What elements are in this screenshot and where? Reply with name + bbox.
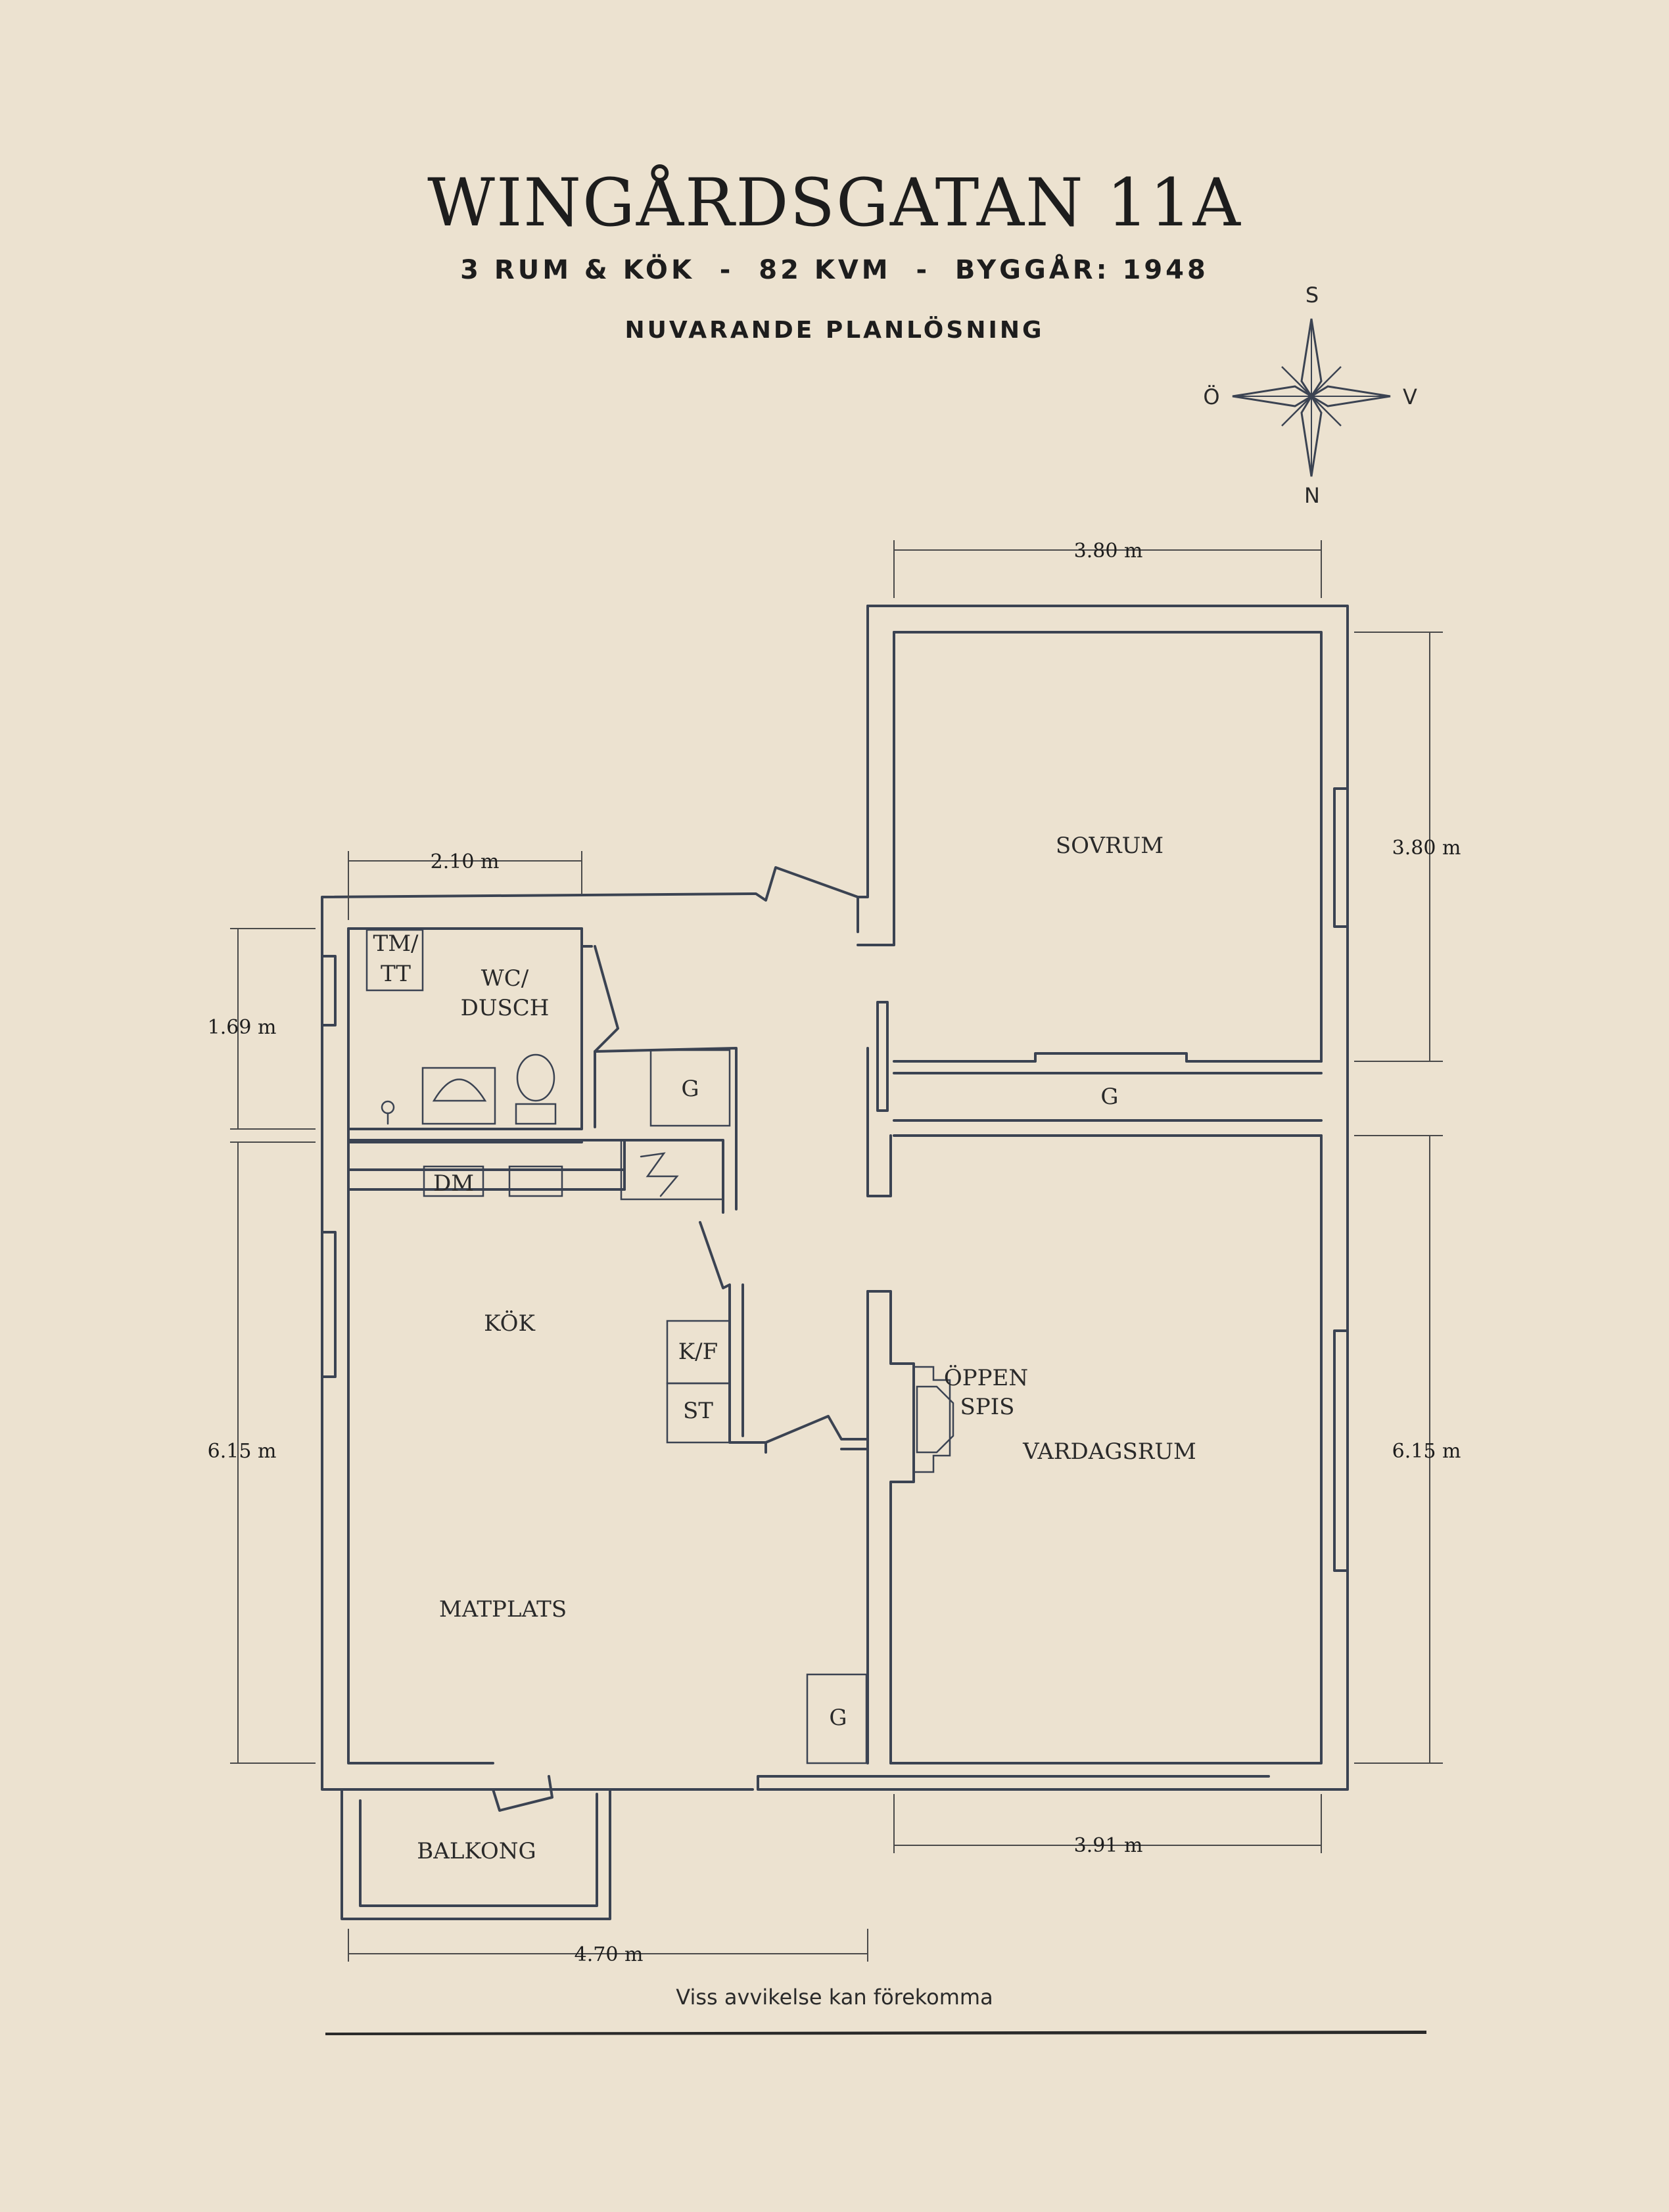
- page-title: WINGÅRDSGATAN 11A: [427, 164, 1242, 241]
- dim-sovrum-width: 3.80 m: [1074, 540, 1143, 563]
- dim-wc-width: 2.10 m: [431, 850, 500, 873]
- compass-south-label: S: [1305, 283, 1319, 308]
- room-label-wc-line1: WC/: [481, 965, 529, 992]
- room-label-fireplace-line2: SPIS: [960, 1394, 1015, 1420]
- dim-wc-depth: 1.69 m: [208, 1016, 277, 1039]
- plan-heading: NUVARANDE PLANLÖSNING: [624, 317, 1045, 344]
- closet-fixtures: [649, 1049, 868, 1764]
- interior-walls: [347, 927, 1323, 1764]
- electric-icon: [640, 1152, 679, 1197]
- room-label-wc-line2: DUSCH: [461, 995, 550, 1021]
- compass-north-label: N: [1304, 483, 1320, 508]
- dim-living-width: 3.91 m: [1074, 1834, 1143, 1857]
- room-label-kf: K/F: [678, 1339, 718, 1365]
- balcony: [341, 1775, 611, 1920]
- room-label-g-dining: G: [829, 1705, 847, 1731]
- room-label-vardagsrum: VARDAGSRUM: [1022, 1439, 1196, 1465]
- room-label-tmtt-line2: TT: [381, 961, 411, 987]
- room-label-tmtt-line1: TM/: [373, 931, 419, 957]
- compass-east-label: Ö: [1203, 384, 1219, 409]
- disclaimer: Viss avvikelse kan förekomma: [676, 1985, 993, 2010]
- compass-icon: [1232, 318, 1391, 477]
- room-label-fireplace-line1: ÖPPEN: [944, 1364, 1028, 1391]
- room-label-matplats: MATPLATS: [439, 1596, 567, 1623]
- room-label-sovrum: SOVRUM: [1056, 833, 1164, 859]
- room-label-dm: DM: [433, 1170, 474, 1197]
- wc-fixtures: [365, 929, 557, 1125]
- dim-kitchen-width: 4.70 m: [575, 1943, 644, 1966]
- room-label-g-hall: G: [681, 1076, 699, 1102]
- room-label-kok: KÖK: [484, 1310, 535, 1337]
- dim-kitchen-depth: 6.15 m: [208, 1440, 277, 1463]
- compass-west-label: V: [1403, 384, 1417, 409]
- room-label-g-closet: G: [1100, 1084, 1118, 1110]
- room-label-balkong: BALKONG: [417, 1838, 536, 1864]
- kitchen-fixtures: [423, 1139, 731, 1444]
- room-label-st: ST: [683, 1398, 713, 1424]
- property-summary: 3 RUM & KÖK - 82 KVM - BYGGÅR: 1948: [460, 255, 1209, 285]
- dimension-lines: [230, 540, 1443, 1962]
- dim-sovrum-depth: 3.80 m: [1392, 837, 1461, 860]
- dim-living-depth: 6.15 m: [1392, 1440, 1461, 1463]
- bottom-divider: [325, 2031, 1426, 2035]
- fireplace: [912, 1366, 954, 1473]
